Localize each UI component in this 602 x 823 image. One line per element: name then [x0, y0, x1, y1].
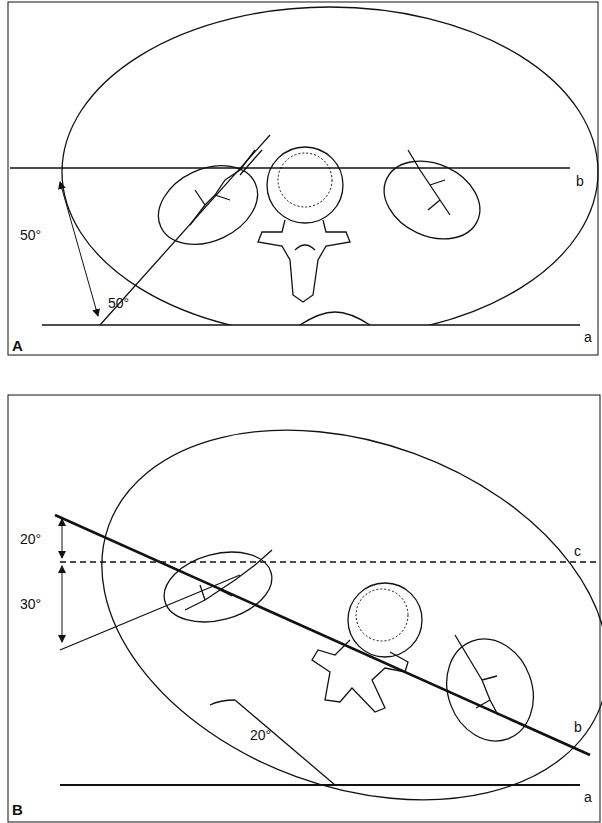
- angle-label: 30°: [20, 597, 41, 611]
- angle-label: 50°: [20, 228, 41, 242]
- line-letter: a: [584, 330, 592, 344]
- angle-label: 20°: [250, 728, 271, 742]
- panel-letter: B: [12, 802, 23, 817]
- panel-letter: A: [12, 338, 23, 353]
- line-letter: c: [574, 544, 581, 558]
- line-letter: b: [574, 720, 582, 734]
- line-letter: b: [576, 174, 584, 188]
- angle-label: 50°: [108, 296, 129, 310]
- angle-label: 20°: [20, 532, 41, 546]
- line-letter: a: [584, 790, 592, 804]
